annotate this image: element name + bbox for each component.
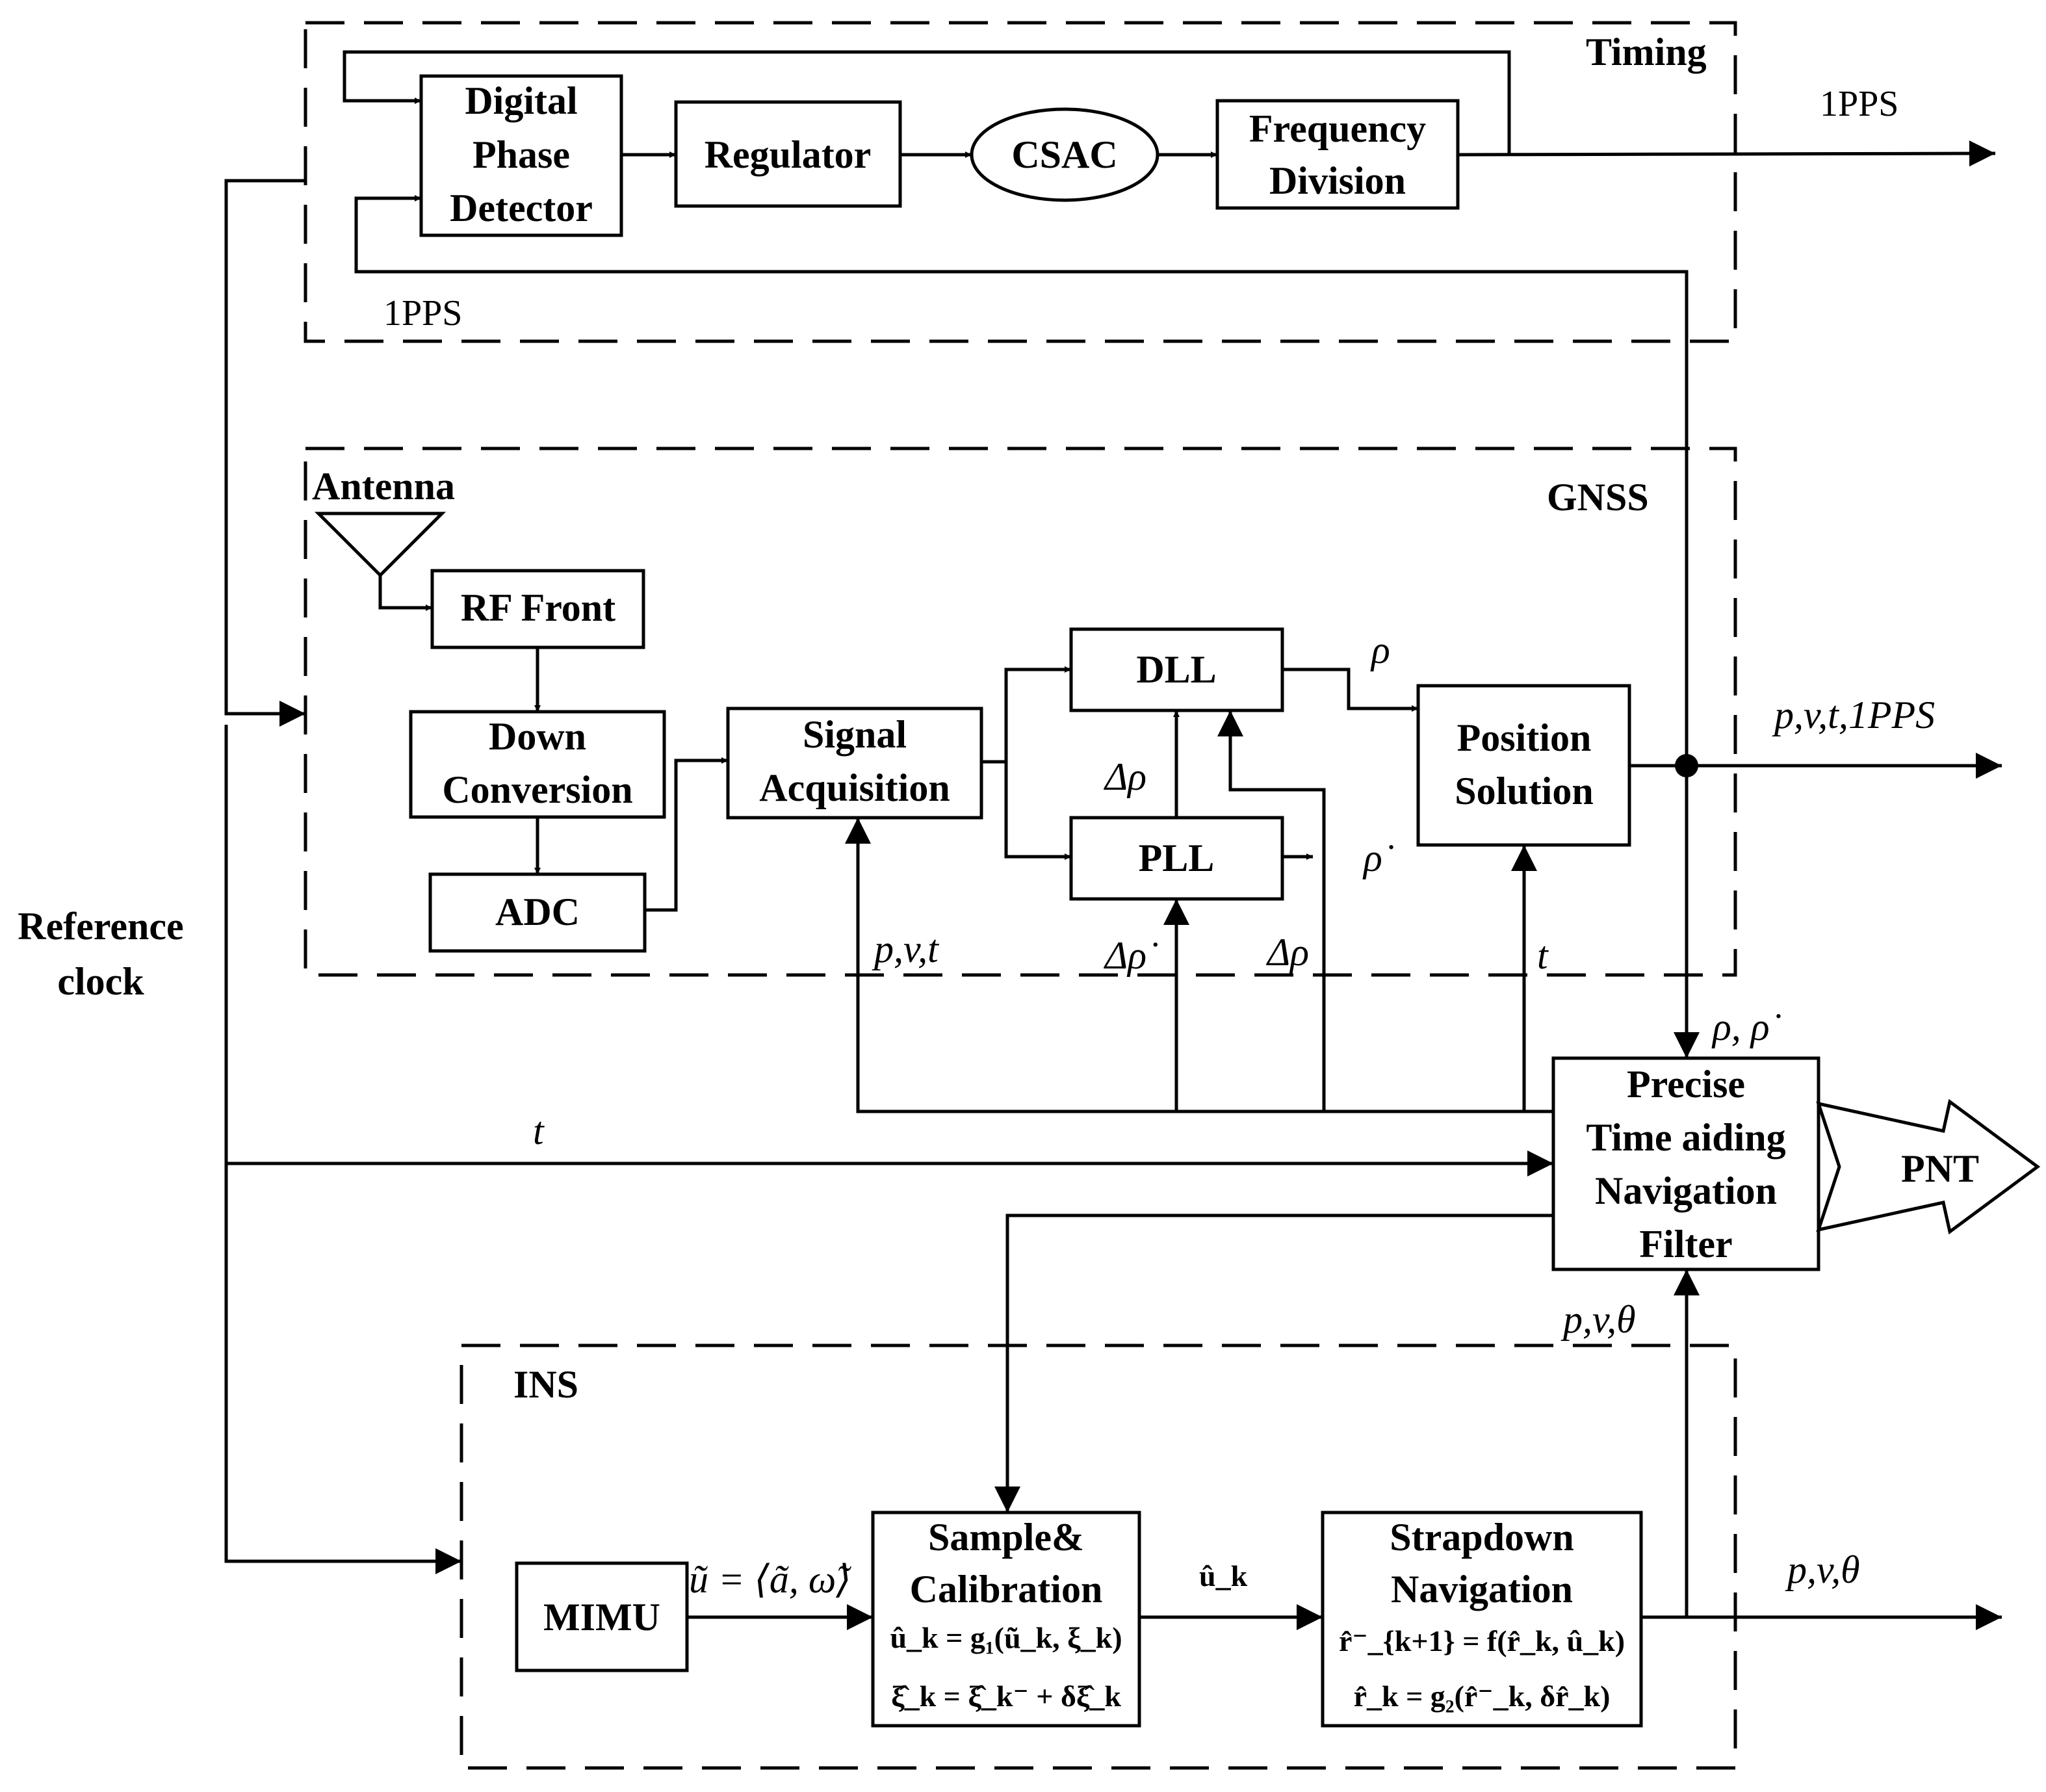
freq-div-label-2: Division	[1269, 159, 1406, 202]
acq-to-dll-wire	[981, 666, 1071, 764]
u-hat-label: û_k	[1199, 1559, 1248, 1592]
mimu-block	[515, 1561, 689, 1672]
ins-group-label: INS	[513, 1363, 578, 1406]
down-conv-label-2: Conversion	[442, 768, 632, 811]
rho-dot-label: ρ̇	[1362, 837, 1393, 879]
dpd-label-2: Phase	[473, 133, 570, 176]
down-conv-label-1: Down	[489, 715, 586, 758]
pll-label: PLL	[1139, 837, 1215, 879]
delta-rho-label: Δρ	[1104, 755, 1146, 798]
pnt-output-arrow	[1816, 1098, 2041, 1235]
gnss-group-label: GNSS	[1547, 476, 1649, 519]
strapdown-label-2: Navigation	[1391, 1568, 1573, 1611]
acq-to-pll-wire	[1004, 762, 1071, 860]
pnt-label: PNT	[1901, 1147, 1979, 1190]
u-tilde-label: ũ = ⟨ã, ω̃⟩	[689, 1558, 851, 1601]
filter-label-2: Time aiding	[1586, 1116, 1785, 1159]
digital-phase-detector-block	[419, 74, 623, 237]
dll-to-pos-wire	[1282, 668, 1418, 712]
t-ref-label: t	[533, 1110, 545, 1152]
pos-sol-label-1: Position	[1457, 716, 1592, 759]
sample-cal-label-2: Calibration	[910, 1568, 1103, 1611]
regulator-label: Regulator	[705, 133, 872, 176]
sample-cal-label-1: Sample&	[928, 1516, 1084, 1559]
dpd-label-1: Digital	[465, 79, 577, 122]
dpd-label-3: Detector	[450, 187, 593, 229]
sample-calibration-block	[871, 1511, 1141, 1728]
strapdown-label-1: Strapdown	[1390, 1516, 1573, 1559]
adc-block	[428, 872, 647, 953]
rf-front-label: RF Front	[461, 586, 615, 629]
antenna-icon	[314, 512, 447, 578]
pos-sol-label-2: Solution	[1455, 770, 1593, 812]
ref-clock-to-ins-wire	[224, 725, 461, 1574]
filter-label-3: Navigation	[1595, 1169, 1777, 1212]
dll-label: DLL	[1136, 648, 1216, 691]
sig-acq-label-1: Signal	[803, 713, 907, 756]
navigation-filter-block	[1551, 1056, 1820, 1271]
ref-clock-label-2: clock	[57, 960, 144, 1003]
rf-front-block	[430, 569, 645, 649]
t-pos-label: t	[1537, 934, 1549, 977]
regulator-block	[674, 100, 902, 208]
pvt-label: p,v,t	[872, 928, 939, 970]
rho-label: ρ	[1370, 629, 1390, 671]
pps-feedback-wire	[343, 50, 1511, 153]
sig-acq-label-2: Acquisition	[759, 766, 950, 809]
pps-output-wire	[1457, 140, 1996, 167]
position-solution-block	[1416, 684, 1631, 847]
pps-input-label: 1PPS	[383, 293, 462, 333]
pps-output-label: 1PPS	[1820, 84, 1898, 124]
strapdown-eq-1: r̂⁻_{k+1} = f(r̂_k, û_k)	[1339, 1624, 1625, 1657]
ref-clock-to-timing-gnss-wire	[224, 179, 305, 727]
timing-group-label: Timing	[1586, 31, 1707, 73]
ins-group-frame	[460, 1344, 1737, 1770]
csac-label: CSAC	[1011, 133, 1117, 176]
aiding-to-dll-wire	[1217, 710, 1326, 1111]
filter-label-4: Filter	[1639, 1223, 1732, 1266]
antenna-to-rf-wire	[378, 575, 432, 611]
filter-label-1: Precise	[1627, 1063, 1745, 1106]
filter-to-sample-wire	[994, 1214, 1553, 1513]
strapdown-eq-2: r̂_k = g₂(r̂⁻_k, δr̂_k)	[1354, 1680, 1611, 1713]
antenna-label: Antenna	[312, 465, 455, 508]
dll-block	[1069, 627, 1284, 712]
pvt-pps-label: p,v,t,1PPS	[1772, 694, 1935, 736]
adc-label: ADC	[495, 890, 580, 933]
ref-clock-label-1: Reference	[18, 905, 183, 948]
mimu-label: MIMU	[543, 1596, 660, 1639]
pv-theta-up-label: p,v,θ	[1560, 1298, 1636, 1341]
pv-theta-out-label: p,v,θ	[1785, 1548, 1860, 1591]
delta-rho-dot-label: Δρ̇	[1104, 934, 1158, 977]
gnss-group-frame	[304, 447, 1737, 977]
rho-rhodot-label: ρ, ρ̇	[1711, 1006, 1781, 1048]
freq-div-label-1: Frequency	[1249, 107, 1426, 150]
sample-cal-eq-2: ξ̂_k = ξ̂_k⁻ + δξ̂_k	[891, 1680, 1121, 1713]
adc-to-acq-wire	[645, 757, 728, 912]
strapdown-navigation-block	[1321, 1511, 1643, 1728]
sample-cal-eq-1: û_k = g₁(ũ_k, ξ_k)	[890, 1621, 1122, 1654]
delta-rho-2-label: Δρ	[1266, 931, 1309, 974]
aiding-to-acq-wire	[845, 818, 1553, 1113]
